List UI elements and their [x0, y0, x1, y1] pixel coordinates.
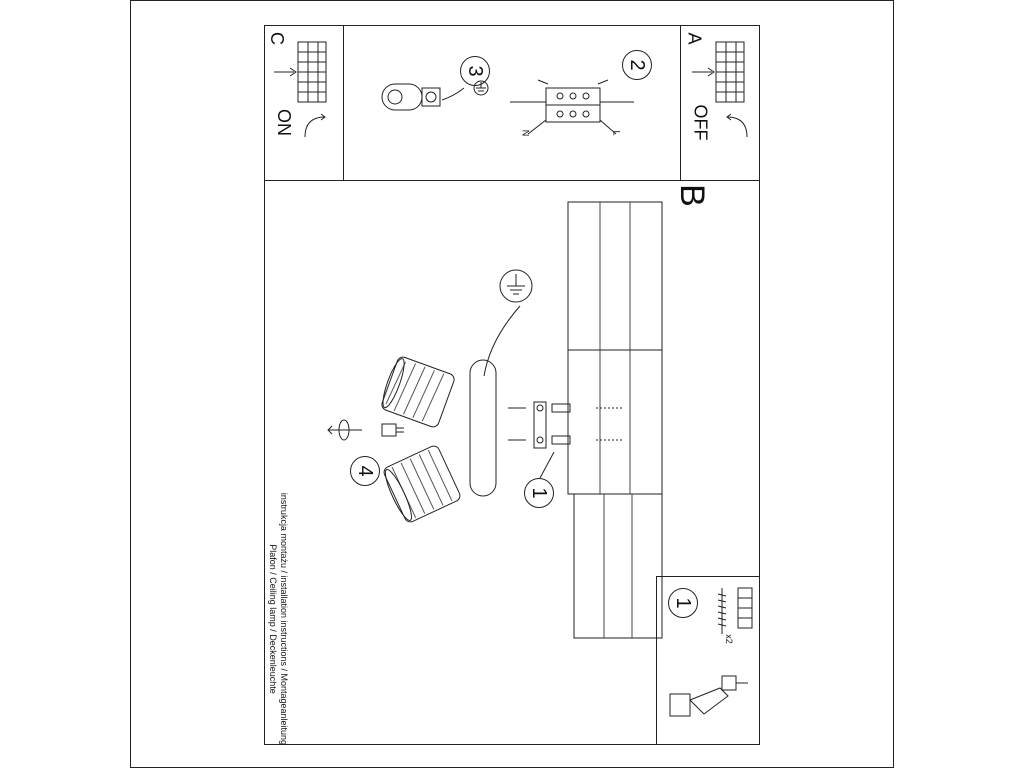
sheet-title-line-1: instrukcja montażu / installation instru…: [279, 492, 290, 746]
drill-icon: [669, 675, 748, 717]
lamp-shade-upper: [381, 356, 455, 428]
fuse-switch-icon: [692, 41, 745, 103]
screw-icon: [717, 588, 727, 634]
sheet-title-line-2: Plafon / Ceiling lamp / Deckenleuchte: [267, 544, 278, 694]
lamp-canopy: [469, 359, 497, 497]
rotate-arrow-icon: [304, 113, 326, 138]
rotate-arrow-icon: [327, 419, 362, 441]
wire-label-n: N: [520, 129, 531, 137]
ground-symbol-icon: [473, 80, 489, 96]
terminal-block-icon: [510, 79, 634, 135]
leader-line: [539, 451, 555, 479]
panel-c-state: ON: [274, 109, 294, 136]
ceiling-slab: [567, 201, 663, 639]
panel-c: [264, 25, 344, 181]
top-divider: [264, 180, 760, 181]
panel-drill: [656, 576, 760, 745]
wire-label-l: L: [611, 130, 622, 136]
panel-a-state: OFF: [690, 104, 711, 141]
panel-a: [680, 25, 760, 181]
step-1-mount-number: 1: [524, 478, 554, 508]
ground-connector-icon: [381, 83, 465, 111]
wall-plug-icon: [737, 587, 753, 629]
panel-b-letter: B: [672, 184, 711, 207]
step-2-number: 2: [622, 50, 652, 80]
gu10-bulb-icon: [381, 423, 404, 437]
ground-wire: [483, 305, 521, 377]
mounting-bracket: [508, 401, 571, 449]
step-1-drill-number: 1: [668, 588, 698, 618]
step-4-number: 4: [350, 456, 380, 486]
rotate-arrow-icon: [726, 113, 748, 138]
lamp-shade-lower: [383, 445, 461, 523]
sheet-frame: [264, 25, 760, 745]
ground-symbol-icon: [499, 269, 533, 303]
parts-quantity: x2: [723, 634, 734, 644]
fuse-switch-icon: [274, 41, 327, 103]
